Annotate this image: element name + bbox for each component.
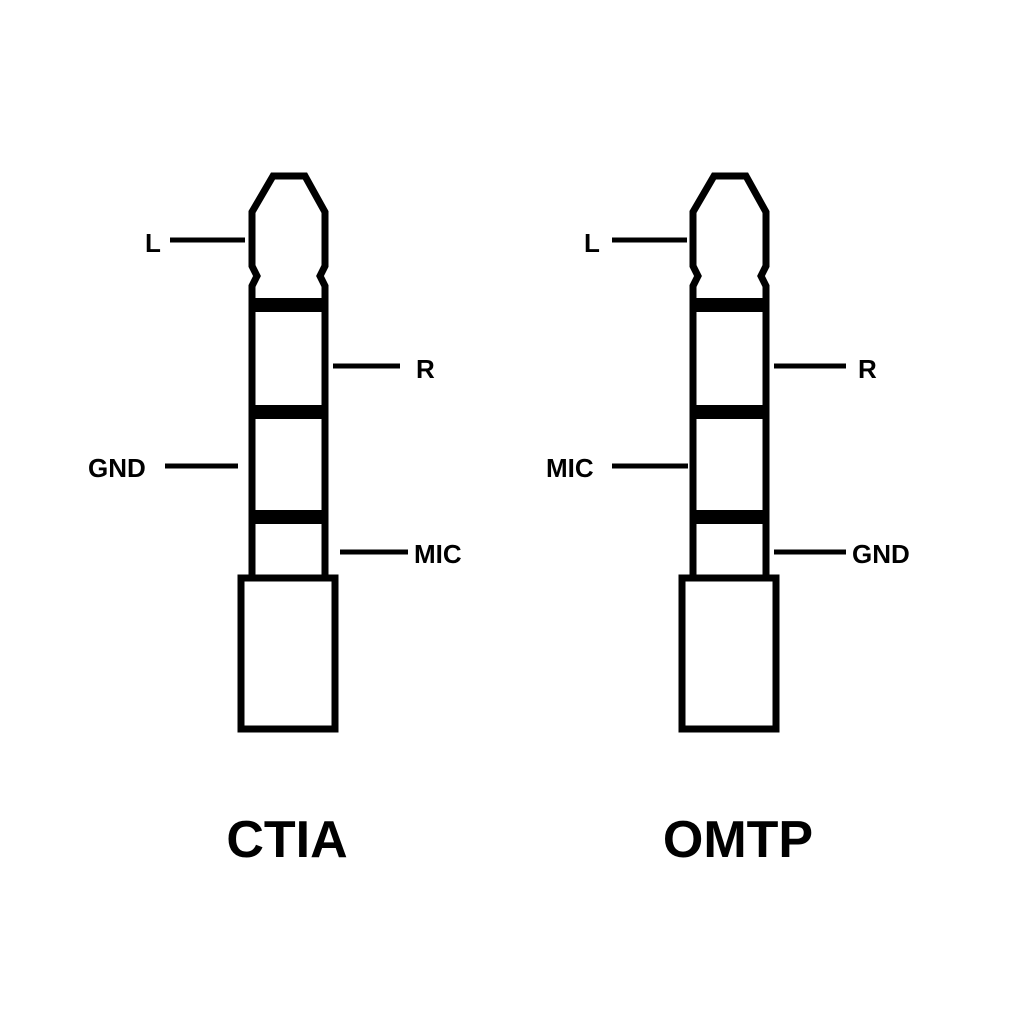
omtp-band-1 — [693, 298, 766, 312]
omtp-band-2 — [693, 405, 766, 419]
ctia-pin-tip-label: L — [145, 228, 161, 258]
ctia-plug-body — [237, 574, 339, 733]
omtp-pin-tip-label: L — [584, 228, 600, 258]
ctia-title: CTIA — [226, 811, 347, 869]
ctia-band-2 — [252, 405, 325, 419]
omtp-title: OMTP — [663, 811, 813, 869]
ctia-leaders — [165, 237, 408, 555]
omtp-plug-body — [678, 574, 780, 733]
ctia-pin-ring2-label: GND — [88, 453, 146, 483]
ctia-plug — [237, 172, 339, 733]
ctia-band-1 — [252, 298, 325, 312]
omtp-pin-ring2-label: MIC — [546, 453, 594, 483]
ctia-pin-sleeve-label: MIC — [414, 539, 462, 569]
omtp-pin-sleeve-label: GND — [852, 539, 910, 569]
ctia-band-3 — [252, 510, 325, 524]
omtp-plug — [678, 172, 780, 733]
omtp-leaders — [612, 237, 846, 555]
omtp-band-3 — [693, 510, 766, 524]
omtp-pin-ring1-label: R — [858, 354, 877, 384]
ctia-pin-ring1-label: R — [416, 354, 435, 384]
